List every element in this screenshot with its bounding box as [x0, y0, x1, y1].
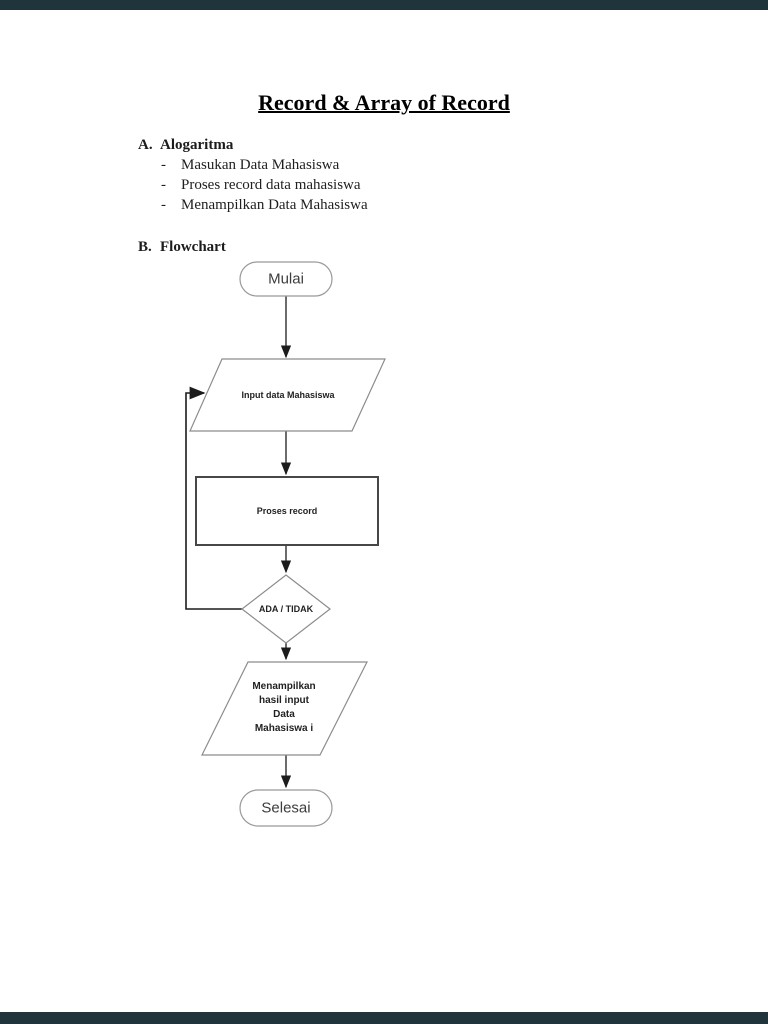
list-item: -Proses record data mahasiswa [161, 177, 361, 194]
section-b-heading-text: Flowchart [160, 239, 226, 255]
node-process-label: Proses record [256, 506, 318, 516]
list-item: -Menampilkan Data Mahasiswa [161, 197, 368, 214]
node-output-label: Menampilkan hasil input Data Mahasiswa i [252, 680, 315, 736]
node-input-shape [189, 358, 386, 432]
node-end-shape [239, 789, 333, 827]
connector-loop-decision-to-input [185, 386, 242, 610]
node-output-label-line: Menampilkan [252, 681, 316, 692]
list-item-dash: - [161, 177, 166, 193]
section-a-label: A. [138, 137, 153, 153]
section-a-heading-text: Alogaritma [160, 137, 234, 153]
section-b-label: B. [138, 239, 152, 255]
list-item-text: Masukan Data Mahasiswa [181, 157, 340, 173]
viewer-chrome-top-bar [0, 0, 768, 10]
node-decision-label: ADA / TIDAK [258, 604, 314, 614]
node-output-label-line: Mahasiswa i [254, 723, 314, 734]
node-end-label: Selesai [261, 799, 311, 817]
list-item: -Masukan Data Mahasiswa [161, 157, 339, 174]
list-item-text: Proses record data mahasiswa [181, 177, 361, 193]
viewer-chrome-bottom-bar [0, 1012, 768, 1024]
node-start-shape [239, 261, 333, 297]
node-process-shape [195, 476, 379, 546]
document-page: Record & Array of Record A.Alogaritma -M… [0, 10, 768, 1012]
node-output-label-line: Data [273, 709, 295, 720]
list-item-text: Menampilkan Data Mahasiswa [181, 197, 368, 213]
node-start-label: Mulai [268, 270, 304, 288]
section-b-heading: B. Flowchart [138, 239, 226, 256]
node-output-label-line: hasil input [258, 695, 309, 706]
flowchart-diagram [185, 261, 386, 827]
list-item-dash: - [161, 197, 166, 213]
node-input-label: Input data Mahasiswa [241, 390, 335, 400]
section-a-heading: A. Alogaritma [138, 137, 233, 154]
page-title: Record & Array of Record [258, 90, 510, 115]
node-decision-shape [241, 574, 331, 644]
node-output-shape [201, 661, 368, 756]
list-item-dash: - [161, 157, 166, 173]
